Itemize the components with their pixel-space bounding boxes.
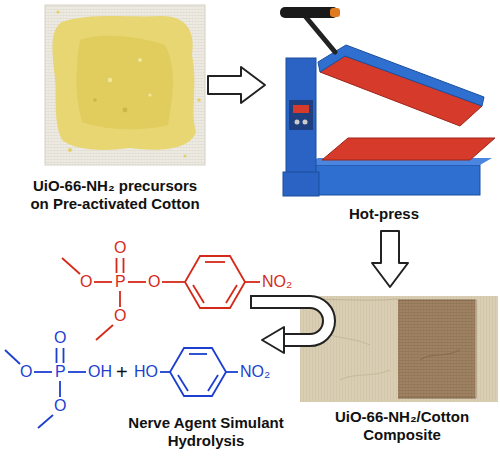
atom-label: P — [115, 273, 126, 291]
atom-label: O — [20, 363, 32, 381]
atom-label: O — [54, 329, 66, 347]
process-arrow — [372, 231, 408, 287]
atom-label: O — [54, 397, 66, 415]
plus-sign: + — [116, 361, 128, 384]
atom-label: HO — [134, 363, 158, 381]
atom-label: O — [114, 307, 126, 325]
cotton-photo — [45, 5, 205, 165]
atom-label: O — [80, 273, 92, 291]
atom-label: NO₂ — [262, 273, 292, 291]
atom-label: O — [148, 273, 160, 291]
image-panel: Hot-press — [268, 0, 500, 228]
image-panel: UiO-66-NH₂ precursors on Pre-activated C… — [25, 5, 205, 245]
image-panel: UiO-66-NH₂/Cotton Composite — [290, 290, 498, 465]
atom-label: OH — [88, 363, 112, 381]
atom-label: NO₂ — [240, 363, 270, 381]
panel-label: UiO-66-NH₂/Cotton Composite — [290, 408, 498, 444]
reactant-structure — [62, 256, 260, 340]
panel-label: Hot-press — [268, 205, 500, 223]
process-arrow — [208, 67, 265, 103]
panel-label: UiO-66-NH₂ precursors on Pre-activated C… — [25, 177, 205, 213]
hot-press-photo — [280, 7, 495, 196]
atom-label: O — [114, 239, 126, 257]
atom-label: P — [55, 363, 66, 381]
reaction-caption: Nerve Agent Simulant Hydrolysis — [128, 414, 284, 450]
reaction-arrow — [250, 295, 329, 353]
